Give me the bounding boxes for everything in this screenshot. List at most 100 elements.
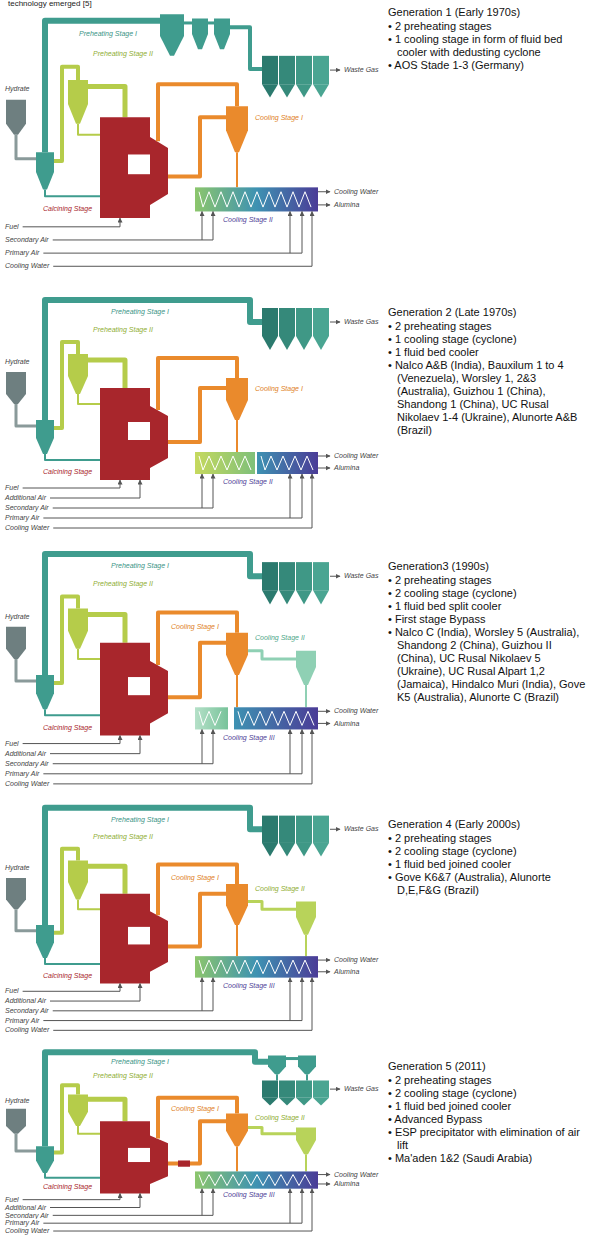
stage-label: Hydrate <box>4 358 31 366</box>
product-duct <box>168 894 226 947</box>
solids-line <box>45 709 100 715</box>
precipitator-field <box>262 562 278 590</box>
air-line <box>202 978 203 1011</box>
cyclone <box>36 925 54 958</box>
stage-label: Preheating Stage I <box>110 562 170 570</box>
solids-line <box>305 1154 307 1171</box>
fluid-bed-cooler <box>234 707 318 729</box>
precipitator-hopper <box>296 336 312 350</box>
product-duct <box>168 388 226 442</box>
precipitator-field <box>296 308 312 336</box>
feature-bullet: • 2 preheating stages <box>388 574 588 587</box>
preheater-duct <box>45 554 262 675</box>
waste-gas-outlet <box>330 576 340 577</box>
calciner-notch <box>128 677 150 695</box>
solids-line <box>305 685 307 707</box>
stage-label: Preheating Stage II <box>92 1072 154 1080</box>
precipitator-field <box>313 308 329 336</box>
solids-line <box>45 958 100 964</box>
stage-label: Cooling Stage I <box>254 114 304 122</box>
cyclone <box>68 80 88 124</box>
stage-label: Secondary Air <box>4 760 50 768</box>
stage-label: Alumina <box>333 464 360 472</box>
cooling-coil <box>199 456 251 470</box>
stage-label: Calcining Stage <box>42 205 93 213</box>
stage-label: Cooling Water <box>4 780 50 788</box>
precipitator-field <box>296 816 312 843</box>
cyclone <box>296 1128 316 1155</box>
calciner-notch <box>128 927 150 945</box>
air-duct <box>248 902 296 910</box>
stage-label: Cooling Stage I <box>254 385 304 393</box>
water-outlet <box>318 960 330 961</box>
preheater-duct <box>88 87 125 118</box>
stage-label: Cooling Water <box>4 524 50 532</box>
stage-label: Hydrate <box>4 85 31 93</box>
precipitator-hopper <box>313 336 329 350</box>
solids-line <box>236 420 238 452</box>
cyclone <box>36 1146 54 1173</box>
solids-line <box>78 649 100 659</box>
waste-gas-outlet <box>330 70 340 71</box>
hot-air-duct <box>158 84 237 141</box>
stage-label: Fuel <box>4 1196 20 1204</box>
fuel-line <box>23 480 120 488</box>
preheater-duct <box>45 300 262 420</box>
precipitator-hopper <box>296 84 312 97</box>
waste-gas-outlet <box>330 829 340 830</box>
preheater-duct <box>45 1052 268 1146</box>
hydrate-feed <box>16 404 36 426</box>
product-duct <box>168 1121 226 1163</box>
air-line <box>202 729 203 763</box>
preheater-duct <box>45 808 262 925</box>
precipitator-field <box>279 816 295 843</box>
solids-line <box>236 1146 238 1171</box>
dust-return <box>306 1074 308 1080</box>
solids-line <box>78 124 100 135</box>
stage-label: Primary Air <box>4 1017 40 1025</box>
stage-label: Cooling Water <box>333 1171 379 1179</box>
feature-bullet: • Nalco C (India), Worsley 5 (Australia)… <box>388 626 588 704</box>
fluid-bed-cooler <box>195 1171 318 1188</box>
feature-bullet: • 1 fluid bed joined cooler <box>388 858 588 871</box>
feature-bullet: • Ma'aden 1&2 (Saudi Arabia) <box>388 1152 588 1165</box>
stage-label: Cooling Stage I <box>170 1105 220 1113</box>
hydrate-bin <box>6 100 26 135</box>
stage-label: Preheating Stage I <box>78 30 138 38</box>
stage-label: Additional Air <box>4 750 47 758</box>
alumina-outlet <box>318 1183 330 1184</box>
air-line <box>53 729 213 763</box>
precipitator-hopper <box>262 1098 278 1106</box>
precipitator-hopper <box>262 84 278 97</box>
stage-label: Preheating Stage I <box>110 308 170 316</box>
hot-air-duct <box>158 864 237 915</box>
precipitator-hopper <box>296 843 312 857</box>
precipitator-hopper <box>262 843 278 857</box>
fluid-bed-cooler <box>195 956 318 977</box>
stage-label: Secondary Air <box>4 1212 50 1220</box>
feature-bullet: • 1 fluid bed split cooler <box>388 600 588 613</box>
waste-gas-outlet <box>330 322 340 323</box>
feature-bullet: • AOS Stade 1-3 (Germany) <box>388 59 588 72</box>
air-line <box>43 729 302 773</box>
precipitator-field <box>279 562 295 590</box>
stage-label: Cooling Stage II <box>254 885 306 893</box>
precipitator-hopper <box>262 590 278 604</box>
solids-line <box>45 190 100 197</box>
stage-label: Additional Air <box>4 997 47 1005</box>
preheater-duct <box>88 1099 125 1121</box>
feature-bullet: • 1 cooling stage in form of fluid bed c… <box>388 33 588 59</box>
preheater-duct <box>88 360 125 388</box>
cyclone <box>226 378 248 420</box>
precipitator-field <box>279 308 295 336</box>
air-line <box>43 474 302 518</box>
header-note: technology emerged [5] <box>8 0 92 9</box>
air-line <box>43 1189 302 1223</box>
hydrate-bin <box>6 1109 26 1134</box>
cyclone <box>36 152 54 189</box>
cyclone <box>68 608 88 648</box>
cyclone <box>298 1055 316 1074</box>
solids-line <box>78 394 100 404</box>
generation-schematic <box>6 808 340 1031</box>
